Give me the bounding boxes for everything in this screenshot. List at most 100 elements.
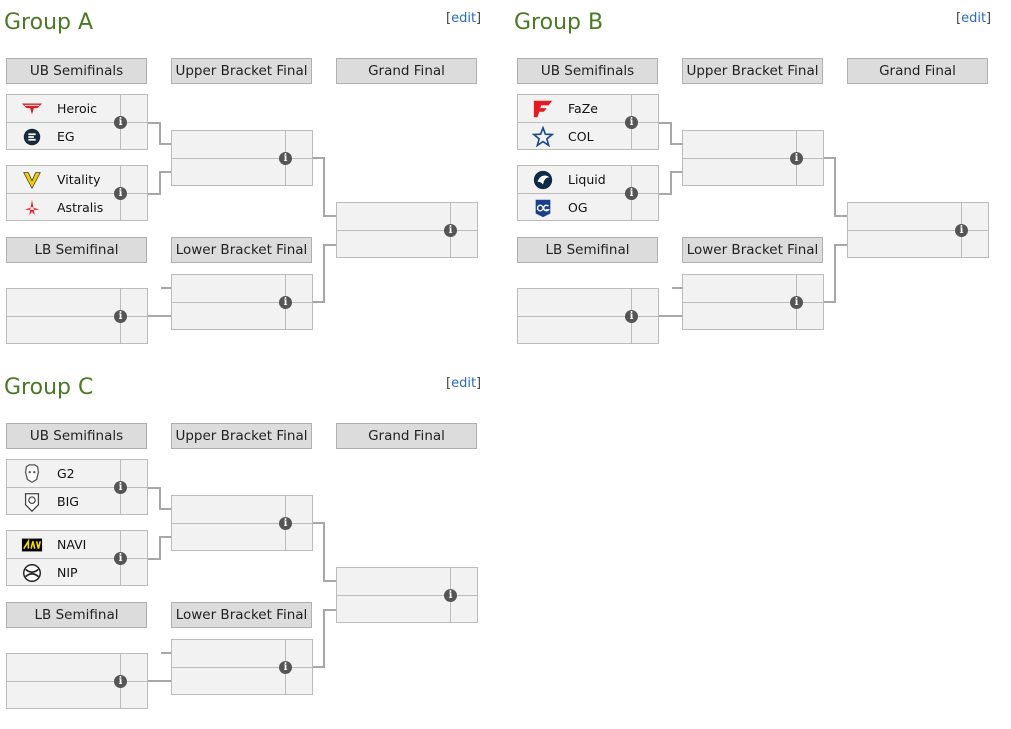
bracket-connector xyxy=(159,536,171,538)
bracket-connector xyxy=(159,171,171,173)
match-info-icon[interactable]: i xyxy=(625,116,638,129)
group-a: Group A [edit] UB Semifinals Upper Brack… xyxy=(4,4,494,364)
bracket-connector xyxy=(313,157,325,159)
match-info-icon[interactable]: i xyxy=(114,675,127,688)
lower-bracket-final-match[interactable]: i xyxy=(171,639,313,695)
match-info-icon[interactable]: i xyxy=(279,152,292,165)
match-info-icon[interactable]: i xyxy=(114,552,127,565)
group-c: Group C [edit] UB Semifinals Upper Brack… xyxy=(4,369,494,729)
team-slot[interactable]: Astralis xyxy=(7,194,119,221)
team-slot[interactable]: NAVI xyxy=(7,531,119,558)
lower-bracket-final-match[interactable]: i xyxy=(171,274,313,330)
ub-semifinal-match-2[interactable]: Vitality Astralis i xyxy=(6,165,148,221)
bracket-connector xyxy=(159,122,161,144)
header-upper-bracket-final: Upper Bracket Final xyxy=(171,423,312,449)
ub-semifinal-match-2[interactable]: Liquid OG i xyxy=(517,165,659,221)
match-info-icon[interactable]: i xyxy=(279,661,292,674)
team-name: BIG xyxy=(57,494,79,509)
grand-final-match[interactable]: i xyxy=(336,567,478,623)
header-lower-bracket-final: Lower Bracket Final xyxy=(171,237,312,263)
match-info-icon[interactable]: i xyxy=(790,152,803,165)
team-slot[interactable]: BIG xyxy=(7,488,119,515)
team-name: FaZe xyxy=(568,101,598,116)
og-logo-icon xyxy=(532,197,554,219)
ub-semifinal-match-1[interactable]: FaZe COL i xyxy=(517,94,659,150)
match-info-icon[interactable]: i xyxy=(279,517,292,530)
team-slot[interactable]: COL xyxy=(518,123,630,150)
bracket-connector xyxy=(148,122,161,124)
upper-bracket-final-match[interactable]: i xyxy=(171,495,313,551)
bracket-connector xyxy=(148,315,161,317)
bracket-connector xyxy=(834,244,847,246)
edit-link[interactable]: edit xyxy=(451,376,477,391)
bracket-connector xyxy=(824,157,836,159)
bracket-connector xyxy=(323,244,336,246)
group-title: Group B xyxy=(514,10,604,35)
team-slot[interactable]: EG xyxy=(7,123,119,150)
ub-semifinal-match-1[interactable]: Heroic EG i xyxy=(6,94,148,150)
edit-link-wrapper[interactable]: [edit] xyxy=(446,11,482,26)
heroic-logo-icon xyxy=(21,98,43,120)
edit-link-wrapper[interactable]: [edit] xyxy=(956,11,992,26)
edit-link[interactable]: edit xyxy=(451,11,477,26)
header-lower-bracket-final: Lower Bracket Final xyxy=(171,602,312,628)
team-slot[interactable]: Vitality xyxy=(7,166,119,193)
match-info-icon[interactable]: i xyxy=(625,310,638,323)
header-grand-final: Grand Final xyxy=(336,58,477,84)
lb-semifinal-match[interactable]: i xyxy=(6,653,148,709)
header-lower-bracket-final: Lower Bracket Final xyxy=(682,237,823,263)
edit-link-wrapper[interactable]: [edit] xyxy=(446,376,482,391)
lb-semifinal-match[interactable]: i xyxy=(6,288,148,344)
upper-bracket-final-match[interactable]: i xyxy=(171,130,313,186)
match-info-icon[interactable]: i xyxy=(790,296,803,309)
bracket-connector xyxy=(323,609,336,611)
team-slot[interactable]: NIP xyxy=(7,559,119,586)
match-info-icon[interactable]: i xyxy=(625,187,638,200)
bracket-connector xyxy=(159,315,171,317)
team-name: EG xyxy=(57,129,75,144)
team-slot[interactable]: G2 xyxy=(7,460,119,487)
bracket-connector xyxy=(313,522,325,524)
match-info-icon[interactable]: i xyxy=(114,310,127,323)
bracket-connector xyxy=(670,172,672,195)
lower-bracket-final-match[interactable]: i xyxy=(682,274,824,330)
vitality-logo-icon xyxy=(21,169,43,191)
team-name: Heroic xyxy=(57,101,97,116)
g2-logo-icon xyxy=(21,463,43,485)
lb-semifinal-match[interactable]: i xyxy=(517,288,659,344)
edit-link[interactable]: edit xyxy=(961,11,987,26)
navi-logo-icon xyxy=(21,534,43,556)
header-upper-bracket-final: Upper Bracket Final xyxy=(682,58,823,84)
match-info-icon[interactable]: i xyxy=(955,224,968,237)
match-info-icon[interactable]: i xyxy=(444,224,457,237)
liquid-logo-icon xyxy=(532,169,554,191)
team-slot[interactable]: Liquid xyxy=(518,166,630,193)
team-slot[interactable]: FaZe xyxy=(518,95,630,122)
ub-semifinal-match-1[interactable]: G2 BIG i xyxy=(6,459,148,515)
team-slot[interactable]: Heroic xyxy=(7,95,119,122)
header-lb-semifinal: LB Semifinal xyxy=(6,602,147,628)
match-info-icon[interactable]: i xyxy=(279,296,292,309)
bracket-connector xyxy=(323,157,325,216)
match-info-icon[interactable]: i xyxy=(114,187,127,200)
match-info-icon[interactable]: i xyxy=(114,481,127,494)
bracket-connector xyxy=(834,215,847,217)
header-ub-semifinals: UB Semifinals xyxy=(6,423,147,449)
bracket-connector xyxy=(159,143,171,145)
bracket-connector xyxy=(672,287,682,289)
big-logo-icon xyxy=(21,491,43,513)
match-info-icon[interactable]: i xyxy=(114,116,127,129)
team-slot[interactable]: OG xyxy=(518,194,630,221)
match-info-icon[interactable]: i xyxy=(444,589,457,602)
team-name: Astralis xyxy=(57,200,104,215)
team-name: NAVI xyxy=(57,537,87,552)
ub-semifinal-match-2[interactable]: NAVI NIP i xyxy=(6,530,148,586)
grand-final-match[interactable]: i xyxy=(336,202,478,258)
header-grand-final: Grand Final xyxy=(847,58,988,84)
team-name: COL xyxy=(568,129,594,144)
bracket-connector xyxy=(159,487,161,509)
team-name: OG xyxy=(568,200,588,215)
astralis-logo-icon xyxy=(21,197,43,219)
grand-final-match[interactable]: i xyxy=(847,202,989,258)
upper-bracket-final-match[interactable]: i xyxy=(682,130,824,186)
